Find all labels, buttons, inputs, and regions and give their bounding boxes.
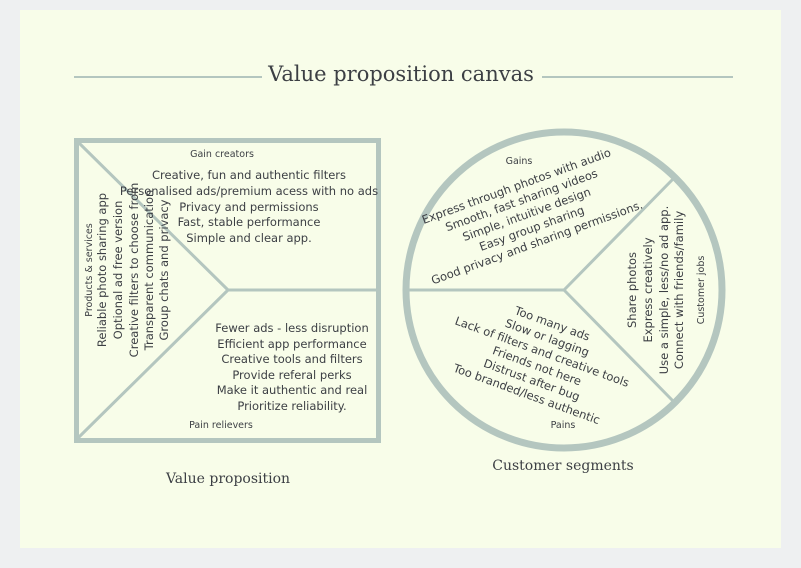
square-divider-upper xyxy=(76,140,230,292)
pains-list: Too many ads Slow or lagging Lack of fil… xyxy=(450,303,631,427)
gain-creators-item: Personalised ads/premium acess with no a… xyxy=(120,184,378,198)
pains-label: Pains xyxy=(551,420,576,431)
pain-relievers-item: Fewer ads - less disruption xyxy=(215,321,368,335)
value-proposition-caption: Value proposition xyxy=(165,471,291,487)
customer-jobs-item: Share photos xyxy=(625,252,639,328)
pain-relievers-item: Creative tools and filters xyxy=(221,352,362,366)
products-services-item: Group chats and privacy xyxy=(157,199,171,340)
square-outline xyxy=(74,138,381,443)
customer-jobs-item: Connect with friends/family xyxy=(672,211,686,369)
gain-creators-item: Creative, fun and authentic filters xyxy=(152,168,346,182)
circle-divider-lower xyxy=(562,288,676,404)
customer-segments-caption: Customer segments xyxy=(492,458,634,474)
pain-relievers-list: Fewer ads - less disruption Efficient ap… xyxy=(215,321,368,413)
gain-creators-item: Fast, stable performance xyxy=(178,215,321,229)
products-services-item: Creative filters to choose from xyxy=(127,183,141,358)
circle-divider-upper xyxy=(562,176,676,292)
gains-label: Gains xyxy=(506,156,533,167)
square-divider-lower xyxy=(76,288,230,440)
products-services-item: Optional ad free version xyxy=(111,201,125,340)
products-services-group: Products & services Reliable photo shari… xyxy=(84,183,171,358)
customer-jobs-label: Customer jobs xyxy=(696,256,707,325)
products-services-item: Transparent communication xyxy=(142,190,156,352)
value-proposition-square xyxy=(74,138,381,443)
pain-relievers-item: Make it authentic and real xyxy=(217,383,368,397)
circle-outline xyxy=(402,128,726,452)
pain-relievers-item: Provide referal perks xyxy=(232,368,351,382)
pain-relievers-item: Prioritize reliability. xyxy=(237,399,346,413)
gain-creators-list: Creative, fun and authentic filters Pers… xyxy=(120,168,378,245)
customer-jobs-group: Share photos Express creatively Use a si… xyxy=(625,206,707,375)
gain-creators-item: Simple and clear app. xyxy=(186,231,312,245)
customer-segments-circle xyxy=(402,128,726,452)
gain-creators-item: Privacy and permissions xyxy=(179,200,318,214)
canvas-background xyxy=(20,10,781,548)
pain-relievers-label: Pain relievers xyxy=(189,420,253,431)
pain-relievers-item: Efficient app performance xyxy=(217,337,366,351)
products-services-item: Reliable photo sharing app xyxy=(95,193,109,347)
customer-jobs-item: Express creatively xyxy=(641,237,655,342)
gain-creators-label: Gain creators xyxy=(190,149,254,160)
customer-jobs-item: Use a simple, less/no ad app. xyxy=(657,206,671,375)
products-services-label: Products & services xyxy=(84,223,95,316)
